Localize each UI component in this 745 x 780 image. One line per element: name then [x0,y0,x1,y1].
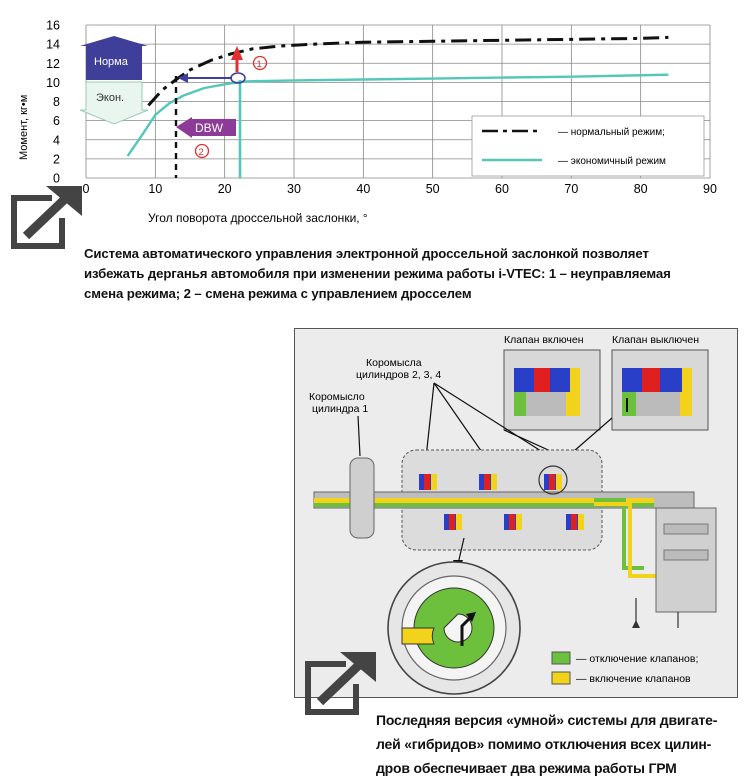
y-tick-label: 2 [53,152,60,166]
y-tick-label: 0 [53,172,60,186]
x-tick-label: 30 [287,182,301,196]
chart-caption-line: смена режима; 2 – смена режима с управле… [84,286,472,301]
legend-green-swatch [551,651,571,665]
x-tick-label: 40 [356,182,370,196]
x-tick-label: 50 [426,182,440,196]
rocker-caps [419,474,584,530]
red-arrow-head [231,46,243,60]
transfer-arrow-head [178,73,188,83]
x-tick-label: 70 [564,182,578,196]
x-tick-label: 90 [703,182,717,196]
x-tick-label: 80 [634,182,648,196]
label-rockers-234-l2: цилиндров 2, 3, 4 [356,369,441,381]
dbw-label: DBW [195,121,224,135]
label-valve-off: Клапан выключен [612,334,699,346]
y-tick-label: 16 [46,19,60,33]
label-valve-on: Клапан включен [504,334,584,346]
y-tick-label: 6 [53,114,60,128]
marker-1-label: 1 [257,59,262,70]
chart-caption: Система автоматического управления элект… [84,244,744,304]
diagram-caption-line: лей «гибридов» помимо отключения всех ци… [376,736,712,752]
x-tick-labels: 0 10 20 30 40 50 60 70 80 90 [83,182,717,196]
y-tick-labels: 0 2 4 6 8 10 12 14 16 [46,19,60,186]
chart-caption-line: избежать дерганья автомобиля при изменен… [84,266,671,281]
vtec-diagram: Клапан включен Клапан выключен Коромысла… [294,328,738,698]
x-tick-label: 10 [148,182,162,196]
expand-arrow-icon[interactable] [300,652,376,718]
legend-yellow-label: — включение клапанов [576,673,691,685]
marker-1-circle [252,55,268,71]
marker-2-circle [194,143,210,159]
label-rockers-234-l1: Коромысла [366,357,422,369]
y-tick-label: 4 [53,133,60,147]
diagram-caption: Последняя версия «умной» системы для дви… [376,708,744,780]
expand-arrow-icon[interactable] [6,186,82,252]
valve-on-inset [503,349,601,431]
label-rocker-1-l1: Коромысло [309,391,365,403]
x-tick-label: 0 [83,182,90,196]
norm-arrow [80,36,148,80]
legend-yellow-swatch [551,671,571,685]
y-tick-label: 10 [46,76,60,90]
marker-2-label: 2 [199,147,204,158]
y-axis-label: Момент, кг•м [18,95,30,160]
x-tick-label: 60 [495,182,509,196]
switch-point-marker [230,72,246,84]
econ-arrow [79,81,149,125]
y-tick-label: 14 [46,38,60,52]
x-axis-label: Угол поворота дроссельной заслонки, ° [148,211,368,225]
econ-label: Экон. [96,92,124,104]
legend-green-label: — отключение клапанов; [576,653,698,665]
norm-label: Норма [94,56,129,68]
label-rocker-1-l2: цилиндра 1 [312,403,368,415]
x-tick-label: 20 [218,182,232,196]
dbw-arrow [176,117,236,138]
chart-legend-box [471,115,705,177]
valve-off-inset [611,349,709,431]
y-tick-label: 8 [53,95,60,109]
legend-eco-label: — экономичный режим [558,156,666,167]
legend-normal-label: — нормальный режим; [558,127,665,138]
series-normal-line [147,35,669,107]
diagram-caption-line: Последняя версия «умной» системы для дви… [376,712,718,728]
y-tick-label: 12 [46,57,60,71]
chart-caption-line: Система автоматического управления элект… [84,246,649,261]
diagram-caption-line: дров обеспечивает два режима работы ГРМ [376,760,677,776]
